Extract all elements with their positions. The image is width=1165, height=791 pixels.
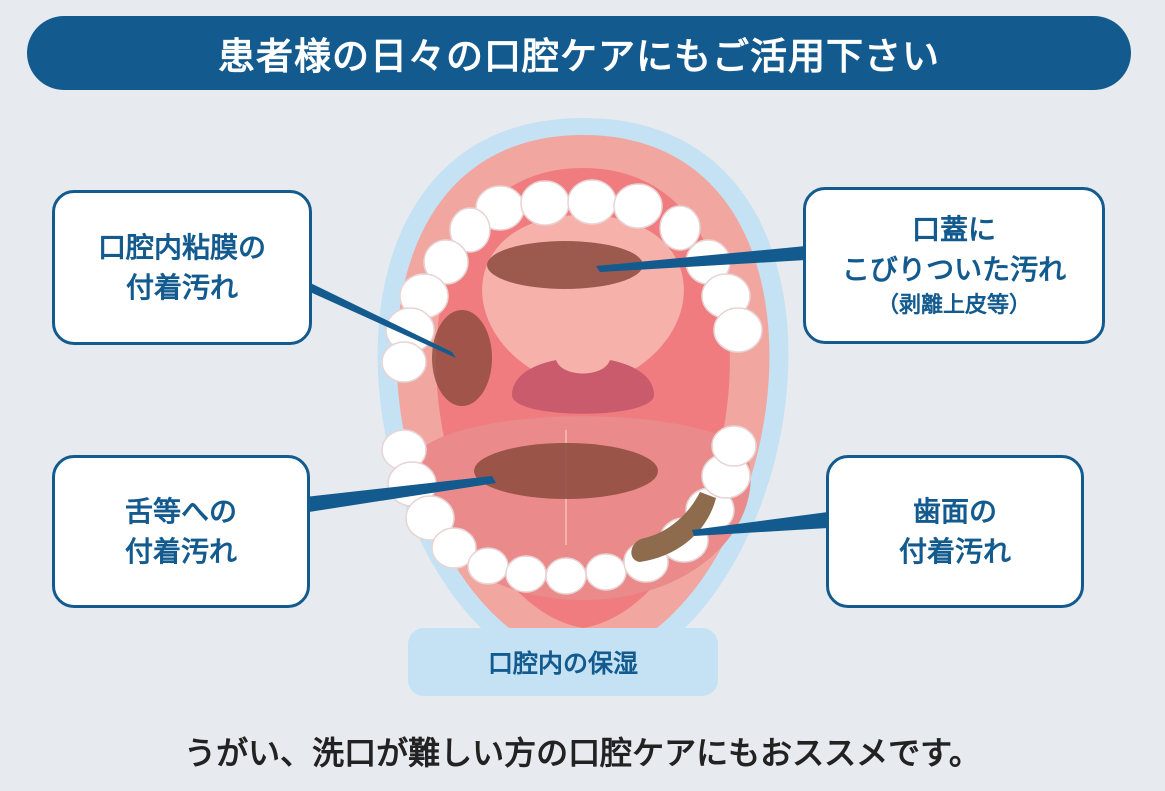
leader-teeth bbox=[692, 512, 828, 536]
moisture-badge: 口腔内の保湿 bbox=[408, 628, 718, 696]
palate-dirt bbox=[487, 241, 643, 289]
callout-tongue-line1: 舌等への bbox=[124, 494, 237, 528]
callout-palate-line1: 口蓋に bbox=[911, 212, 996, 246]
callout-mucosa: 口腔内粘膜の 付着汚れ bbox=[52, 190, 312, 345]
leader-lines bbox=[296, 246, 828, 536]
callout-mucosa-line2: 付着汚れ bbox=[125, 270, 238, 304]
footer-note: うがい、洗口が難しい方の口腔ケアにもおススメです。 bbox=[0, 722, 1165, 780]
leader-tongue bbox=[296, 476, 496, 514]
title-banner: 患者様の日々の口腔ケアにもご活用下さい bbox=[27, 16, 1131, 90]
throat bbox=[512, 357, 654, 414]
callout-teeth-line1: 歯面の bbox=[912, 494, 997, 528]
callout-palate-line2: こびりついた汚れ bbox=[841, 252, 1067, 286]
callout-mucosa-line1: 口腔内粘膜の bbox=[97, 230, 266, 264]
leader-palate bbox=[596, 246, 806, 272]
leader-mucosa bbox=[296, 276, 456, 358]
moisture-badge-label: 口腔内の保湿 bbox=[487, 649, 638, 678]
callout-tongue-line2: 付着汚れ bbox=[124, 534, 237, 568]
uvula bbox=[554, 318, 612, 374]
callout-palate-sub: （剥離上皮等） bbox=[876, 292, 1031, 318]
page-title: 患者様の日々の口腔ケアにもご活用下さい bbox=[218, 35, 940, 78]
mucosa-dirt bbox=[432, 310, 492, 406]
callout-palate: 口蓋に こびりついた汚れ （剥離上皮等） bbox=[803, 187, 1105, 344]
footer-text: うがい、洗口が難しい方の口腔ケアにもおススメです。 bbox=[184, 734, 981, 772]
plaque-on-teeth bbox=[631, 492, 716, 562]
upper-teeth bbox=[381, 179, 763, 383]
callout-tongue: 舌等への 付着汚れ bbox=[52, 455, 310, 608]
tongue-dirt bbox=[474, 443, 658, 499]
callout-teeth-line2: 付着汚れ bbox=[898, 534, 1011, 568]
callout-teeth: 歯面の 付着汚れ bbox=[826, 455, 1084, 608]
